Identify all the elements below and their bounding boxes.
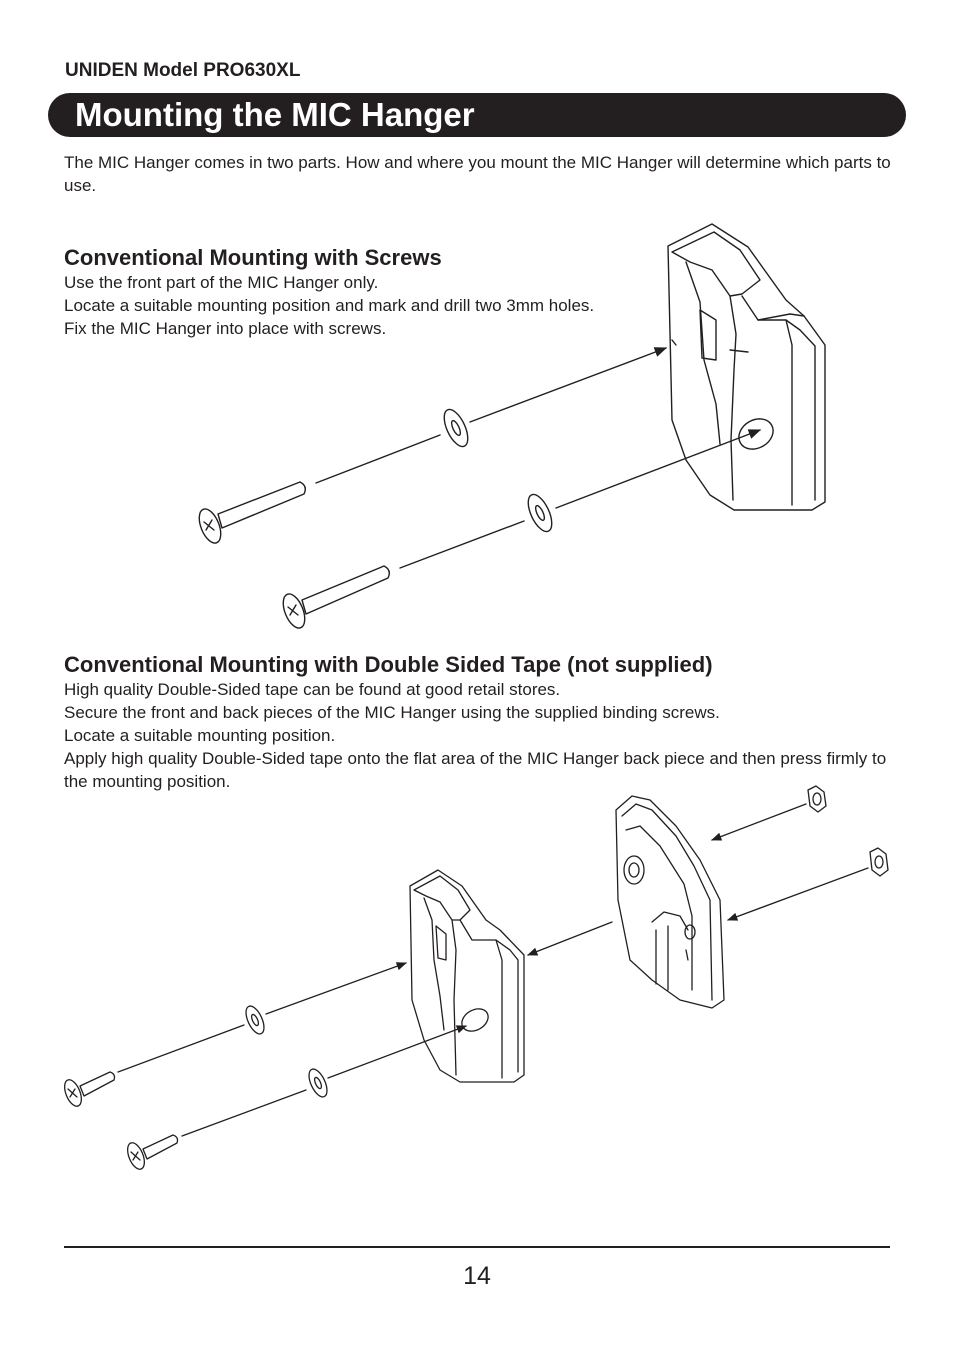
mic-hanger-front-icon [409, 869, 525, 1083]
section-tape-line: High quality Double-Sided tape can be fo… [64, 680, 561, 699]
washer-icon [308, 1068, 328, 1098]
section-screws-line: Use the front part of the MIC Hanger onl… [64, 273, 379, 292]
section-tape-line: Secure the front and back pieces of the … [64, 703, 720, 722]
title-bar: Mounting the MIC Hanger [48, 93, 906, 137]
screw-icon [64, 1071, 116, 1107]
washer-icon [443, 408, 469, 448]
section-screws-line: Fix the MIC Hanger into place with screw… [64, 319, 387, 338]
page-number: 14 [463, 1262, 491, 1290]
nut-icon [807, 785, 827, 813]
page-title: Mounting the MIC Hanger [75, 96, 475, 133]
footer-rule [64, 1246, 890, 1248]
section-screws-line: Locate a suitable mounting position and … [64, 296, 595, 315]
intro-text: The MIC Hanger comes in two parts. How a… [64, 153, 891, 195]
model-label: UNIDEN Model PRO630XL [65, 60, 301, 81]
section-tape-heading: Conventional Mounting with Double Sided … [64, 652, 713, 677]
washer-icon [527, 493, 553, 533]
screw-icon [282, 565, 391, 629]
mic-hanger-back-icon [615, 795, 725, 1009]
section-tape: Conventional Mounting with Double Sided … [64, 652, 904, 793]
section-tape-line: Apply high quality Double-Sided tape ont… [64, 749, 887, 791]
screw-icon [127, 1134, 179, 1170]
section-tape-line: Locate a suitable mounting position. [64, 726, 336, 745]
nut-icon [869, 847, 889, 877]
mic-hanger-front-icon [667, 223, 826, 511]
section-screws-heading: Conventional Mounting with Screws [64, 245, 442, 270]
screw-icon [198, 481, 307, 544]
section-screws: Conventional Mounting with Screws Use th… [64, 245, 684, 340]
washer-icon [245, 1005, 265, 1035]
